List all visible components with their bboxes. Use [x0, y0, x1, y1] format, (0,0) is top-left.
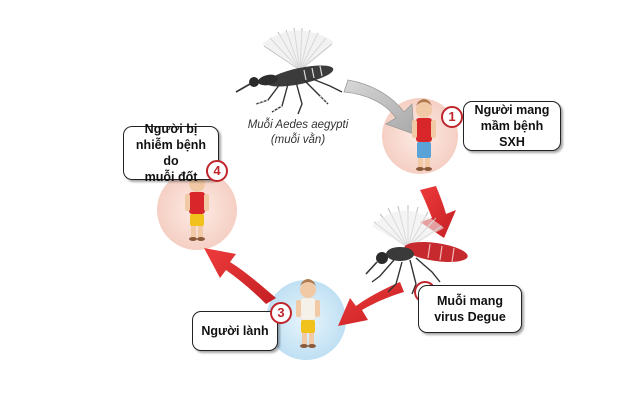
- stage-2-label-line-1: Muỗi mang: [437, 294, 503, 308]
- stage-3-label-line-1: Người lành: [201, 324, 269, 338]
- person-1-figure: [412, 99, 436, 171]
- stage-1-badge: 1: [441, 106, 463, 128]
- stage-1-label-line-2: mầm bệnh SXH: [480, 119, 544, 149]
- stage-1-label-line-1: Người mang: [474, 103, 550, 117]
- stage-3-badge: 3: [270, 302, 292, 324]
- stage-4-label: Người bị nhiễm bệnh do muỗi đốt: [123, 122, 219, 184]
- stage-2-label: Muỗi mang virus Degue: [418, 285, 522, 333]
- mosquito-species-name: Muỗi Aedes aegypti: [247, 119, 349, 131]
- person-4-figure: [185, 173, 209, 241]
- arrow-stage-2-to-stage-3: [338, 282, 404, 326]
- stage-4-label-line-3: muỗi đốt: [144, 170, 198, 184]
- stage-3-label: Người lành: [192, 311, 278, 351]
- person-3-figure: [296, 279, 320, 348]
- stage-2-label-line-2: virus Degue: [434, 310, 506, 324]
- stage-4-label-line-2: nhiễm bệnh do: [135, 138, 207, 168]
- arrow-stage-3-to-stage-4: [204, 248, 276, 304]
- mosquito-caption: Muỗi Aedes aegypti (muỗi vằn): [238, 118, 358, 148]
- stage-1-label: Người mang mầm bệnh SXH: [463, 101, 561, 151]
- mosquito-top-illustration: [235, 27, 343, 115]
- stage-4-label-line-1: Người bị: [144, 122, 198, 136]
- stage-4-badge: 4: [206, 160, 228, 182]
- mosquito-common-name: (muỗi vằn): [270, 134, 326, 146]
- mosquito-carrier-illustration: [365, 205, 468, 295]
